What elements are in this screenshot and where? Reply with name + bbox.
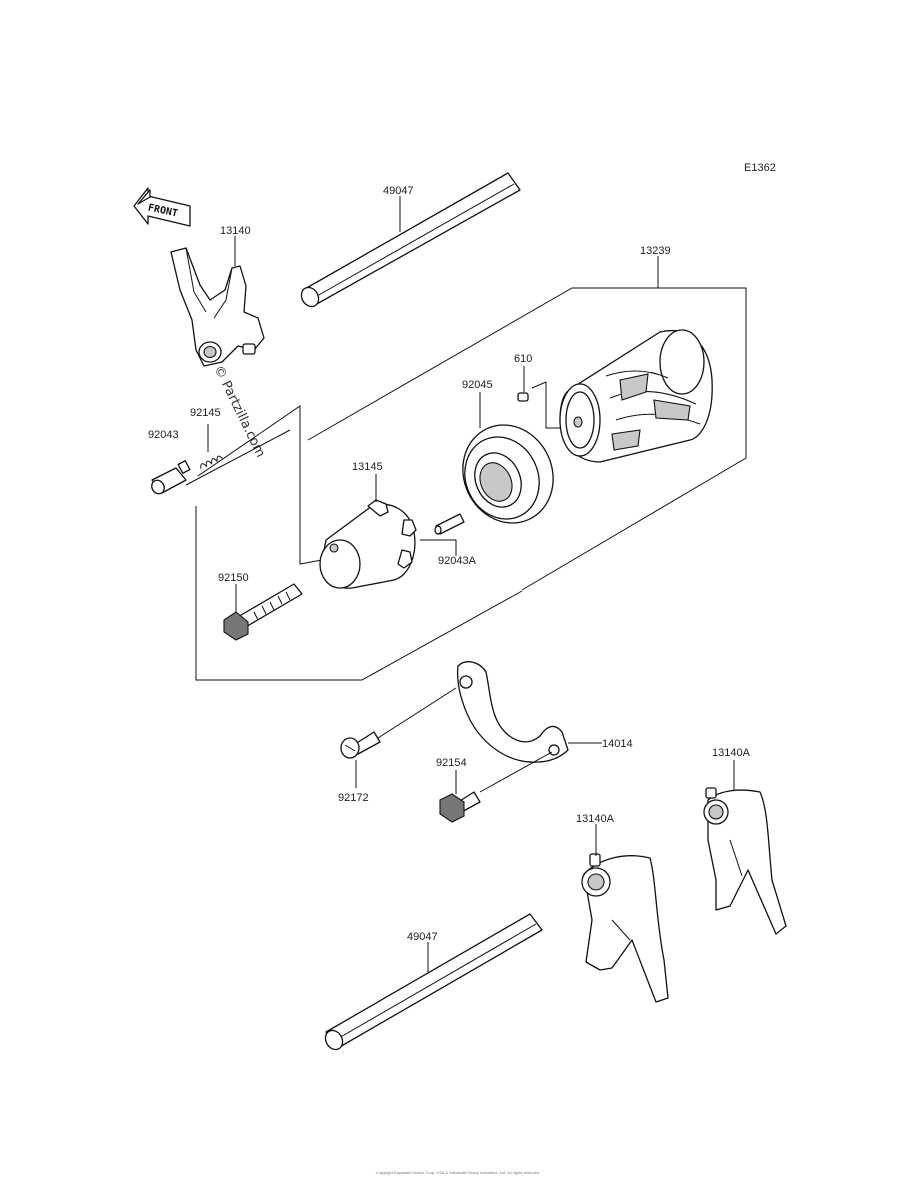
screw-92172[interactable] <box>340 731 381 759</box>
label-drum-13239: 13239 <box>640 245 671 257</box>
pin-92043a[interactable] <box>434 513 465 535</box>
shift-fork-13140[interactable] <box>170 247 265 367</box>
label-pin-92043: 92043 <box>148 429 179 441</box>
label-pin-610: 610 <box>514 353 532 365</box>
diagram-code: E1362 <box>744 162 776 174</box>
label-bolt-92154: 92154 <box>436 757 467 769</box>
label-spring-92145: 92145 <box>190 407 221 419</box>
copyright-text: Copyright Kawasaki Motors Corp. USA & Ka… <box>376 1170 541 1175</box>
bolt-92154[interactable] <box>439 791 481 823</box>
label-fork-13140: 13140 <box>220 225 251 237</box>
spring-92145[interactable] <box>199 455 223 469</box>
label-shaft-lower: 49047 <box>407 931 438 943</box>
label-bearing-92045: 92045 <box>462 379 493 391</box>
shaft-lower-49047[interactable] <box>322 913 543 1053</box>
label-screw-92172: 92172 <box>338 792 369 804</box>
label-holder-13145: 13145 <box>352 461 383 473</box>
shaft-upper-49047[interactable] <box>298 172 521 310</box>
label-fork-13140a-right: 13140A <box>712 747 751 759</box>
label-fork-13140a-left: 13140A <box>576 813 615 825</box>
holder-13145[interactable] <box>319 499 417 589</box>
bearing-92045[interactable] <box>447 410 569 538</box>
shift-drum[interactable] <box>559 329 713 463</box>
label-shaft-upper: 49047 <box>383 185 414 197</box>
plate-14014[interactable] <box>456 661 569 763</box>
pin-92043[interactable] <box>149 460 191 496</box>
shift-fork-13140a-right[interactable] <box>703 787 787 935</box>
front-arrow-icon: FRONT <box>133 187 191 227</box>
pin-610[interactable] <box>517 392 529 402</box>
shift-fork-13140a-left[interactable] <box>581 853 669 1003</box>
label-pin-92043a: 92043A <box>438 555 477 567</box>
label-plate-14014: 14014 <box>602 738 633 750</box>
label-bolt-92150: 92150 <box>218 572 249 584</box>
